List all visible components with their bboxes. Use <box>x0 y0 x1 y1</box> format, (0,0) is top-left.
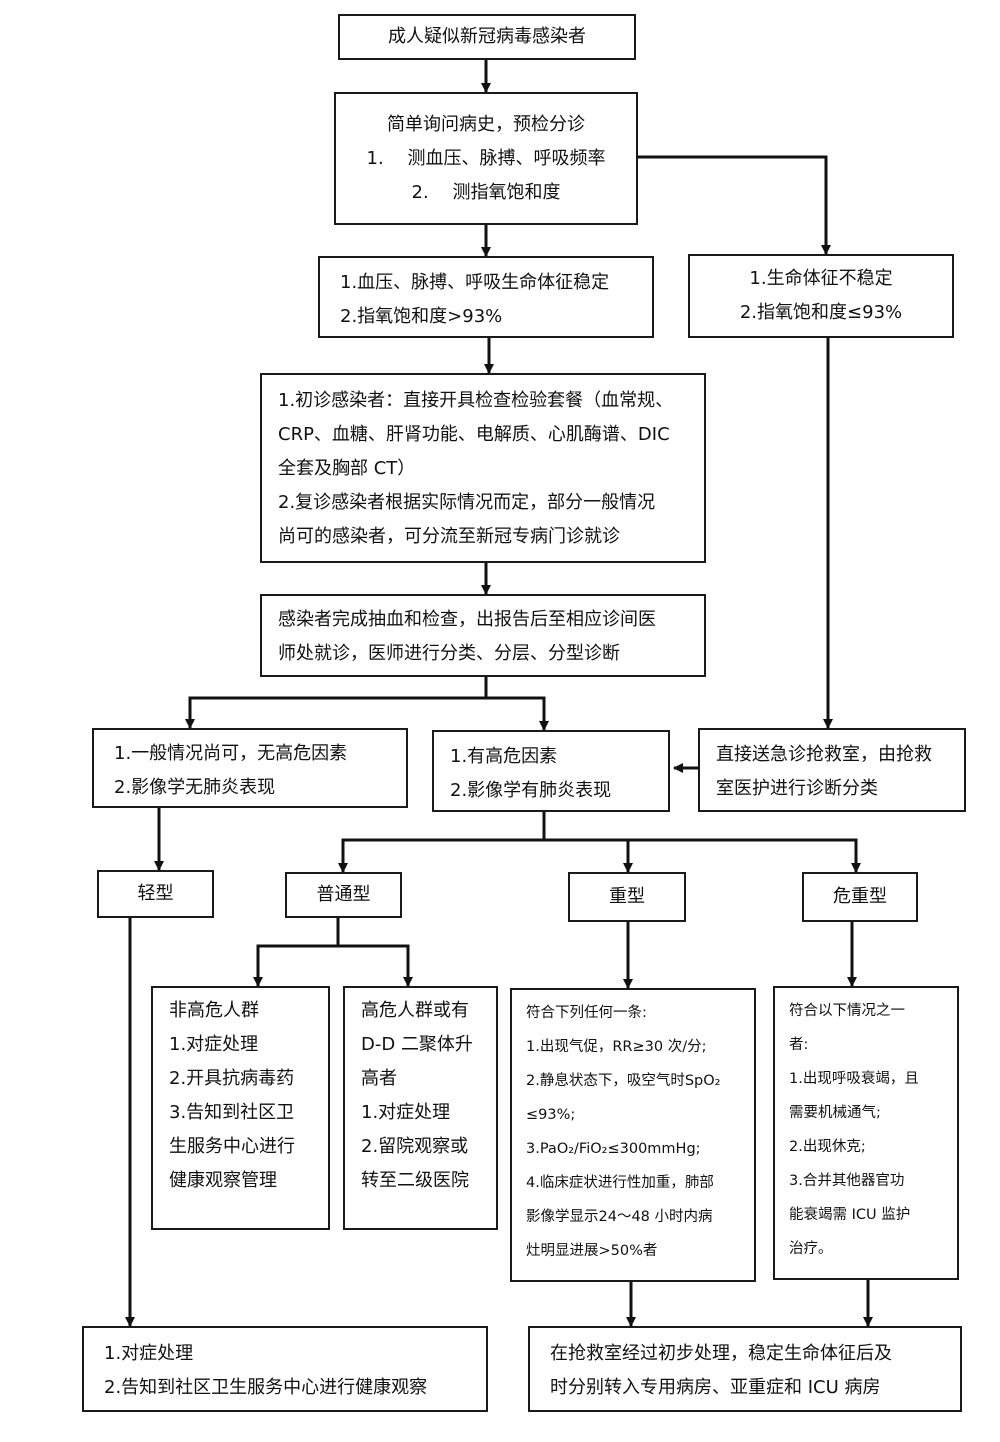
box-text-line: 2.静息状态下，吸空气时SpO₂ <box>526 1073 721 1089</box>
box-text-line: 2.影像学无肺炎表现 <box>114 777 276 798</box>
box-text-line: 健康观察管理 <box>169 1170 277 1191</box>
box-text-line: 转至二级医院 <box>361 1170 469 1191</box>
box-text-line: 轻型 <box>137 883 174 904</box>
non-high-risk-box: 非高危人群 1.对症处理 2.开具抗病毒药 3.告知到社区卫生服务中心进行健康观察管理 <box>151 986 330 1230</box>
triage-box: 简单询问病史，预检分诊 1. 测血压、脉搏、呼吸频率 2. 测指氧饱和度 <box>334 92 638 225</box>
initial-exam-box: 1.初诊感染者：直接开具检查检验套餐（血常规、 CRP、血糖、肝肾功能、电解质、心… <box>260 373 706 563</box>
high-risk-group-box: 高危人群或有 D-D 二聚体升高者 1.对症处理 2.留院观察或转至二级医院 <box>343 986 498 1230</box>
box-text-line: 在抢救室经过初步处理，稳定生命体征后及 <box>550 1343 892 1364</box>
box-text-line: 简单询问病史，预检分诊 <box>387 113 585 135</box>
critical-criteria-box: 符合以下情况之一者: 1.出现呼吸衰竭，且需要机械通气; 2.出现休克; 3.合并其他… <box>773 986 959 1280</box>
box-text-line: 1.对症处理 <box>361 1102 451 1123</box>
box-text-line: 治疗。 <box>789 1241 833 1257</box>
emergency-box: 直接送急诊抢救室，由抢救室医护进行诊断分类 <box>698 728 966 812</box>
box-text-line: CRP、血糖、肝肾功能、电解质、心肌酶谱、DIC <box>278 424 670 445</box>
box-text-line: 1.出现气促，RR≥30 次/分; <box>526 1039 707 1055</box>
box-text-line: 2.留院观察或 <box>361 1136 469 1157</box>
box-text-line: 2.影像学有肺炎表现 <box>450 780 612 801</box>
box-text-line: 者: <box>789 1037 809 1053</box>
mild-outcome-box: 1.对症处理 2.告知到社区卫生服务中心进行健康观察 <box>82 1326 488 1412</box>
box-text-line: 师处就诊，医师进行分类、分层、分型诊断 <box>278 643 620 664</box>
box-text-line: 3.PaO₂/FiO₂≤300mmHg; <box>526 1141 701 1157</box>
box-text-line: 尚可的感染者，可分流至新冠专病门诊就诊 <box>278 526 620 547</box>
box-text-line: 能衰竭需 ICU 监护 <box>789 1207 911 1223</box>
box-text-line: 4.临床症状进行性加重，肺部 <box>526 1175 714 1191</box>
box-text-line: 1.出现呼吸衰竭，且 <box>789 1071 919 1087</box>
box-text-line: 2.指氧饱和度>93% <box>340 306 503 327</box>
box-text-line: 高者 <box>361 1068 397 1089</box>
box-text-line: 1.血压、脉搏、呼吸生命体征稳定 <box>340 272 610 293</box>
stable-vitals-box: 1.血压、脉搏、呼吸生命体征稳定 2.指氧饱和度>93% <box>318 256 654 338</box>
box-text-line: 符合以下情况之一 <box>789 1003 905 1019</box>
box-text-line: 灶明显进展>50%者 <box>526 1243 658 1259</box>
box-text-line: 2.复诊感染者根据实际情况而定，部分一般情况 <box>278 492 656 513</box>
unstable-vitals-box: 1.生命体征不稳定 2.指氧饱和度≤93% <box>688 254 954 338</box>
severe-outcome-box: 在抢救室经过初步处理，稳定生命体征后及时分别转入专用病房、亚重症和 ICU 病房 <box>528 1326 962 1412</box>
box-text-line: 1.初诊感染者：直接开具检查检验套餐（血常规、 <box>278 390 674 411</box>
box-text-line: 1.对症处理 <box>169 1034 259 1055</box>
box-text-line: 3.合并其他器官功 <box>789 1173 905 1189</box>
box-text-line: 感染者完成抽血和检查，出报告后至相应诊间医 <box>278 609 656 630</box>
box-text-line: 2.指氧饱和度≤93% <box>739 302 903 323</box>
box-text-line: 1.有高危因素 <box>450 746 558 767</box>
box-text-line: 1. 测血压、脉搏、呼吸频率 <box>366 147 606 169</box>
box-text-line: 成人疑似新冠病毒感染者 <box>388 26 586 47</box>
diagnosis-box: 感染者完成抽血和检查，出报告后至相应诊间医师处就诊，医师进行分类、分层、分型诊断 <box>260 594 706 677</box>
box-text-line: 符合下列任何一条: <box>526 1005 647 1021</box>
box-text-line: 3.告知到社区卫 <box>169 1102 295 1123</box>
box-text-line: 危重型 <box>833 886 887 907</box>
box-text-line: 1.生命体征不稳定 <box>749 268 893 289</box>
severe-type-box: 重型 <box>568 872 686 922</box>
box-text-line: D-D 二聚体升 <box>361 1034 473 1055</box>
box-text-line: 2.告知到社区卫生服务中心进行健康观察 <box>104 1377 428 1398</box>
box-text-line: 全套及胸部 CT） <box>278 458 416 479</box>
box-text-line: 影像学显示24～48 小时内病 <box>526 1209 713 1225</box>
box-text-line: 高危人群或有 <box>361 1000 469 1021</box>
box-text-line: 1.一般情况尚可，无高危因素 <box>114 743 348 764</box>
box-text-line: 非高危人群 <box>169 1000 259 1021</box>
box-text-line: 时分别转入专用病房、亚重症和 ICU 病房 <box>550 1377 881 1398</box>
high-risk-box: 1.有高危因素 2.影像学有肺炎表现 <box>432 730 670 812</box>
moderate-type-box: 普通型 <box>285 872 402 918</box>
box-text-line: 1.对症处理 <box>104 1343 194 1364</box>
box-text-line: 室医护进行诊断分类 <box>716 778 878 799</box>
start-box: 成人疑似新冠病毒感染者 <box>338 14 636 60</box>
box-text-line: 需要机械通气; <box>789 1105 881 1121</box>
critical-type-box: 危重型 <box>802 872 918 922</box>
box-text-line: 2. 测指氧饱和度 <box>411 181 561 203</box>
severe-criteria-box: 符合下列任何一条: 1.出现气促，RR≥30 次/分; 2.静息状态下，吸空气时Sp… <box>510 988 756 1282</box>
box-text-line: 直接送急诊抢救室，由抢救 <box>716 744 932 765</box>
box-text-line: 重型 <box>609 886 645 907</box>
box-text-line: 2.出现休克; <box>789 1139 866 1155</box>
box-text-line: ≤93%; <box>526 1107 576 1123</box>
box-text-line: 2.开具抗病毒药 <box>169 1068 295 1089</box>
box-text-line: 普通型 <box>316 884 371 905</box>
low-risk-box: 1.一般情况尚可，无高危因素 2.影像学无肺炎表现 <box>92 728 408 808</box>
box-text-line: 生服务中心进行 <box>169 1136 295 1157</box>
mild-type-box: 轻型 <box>97 870 214 918</box>
